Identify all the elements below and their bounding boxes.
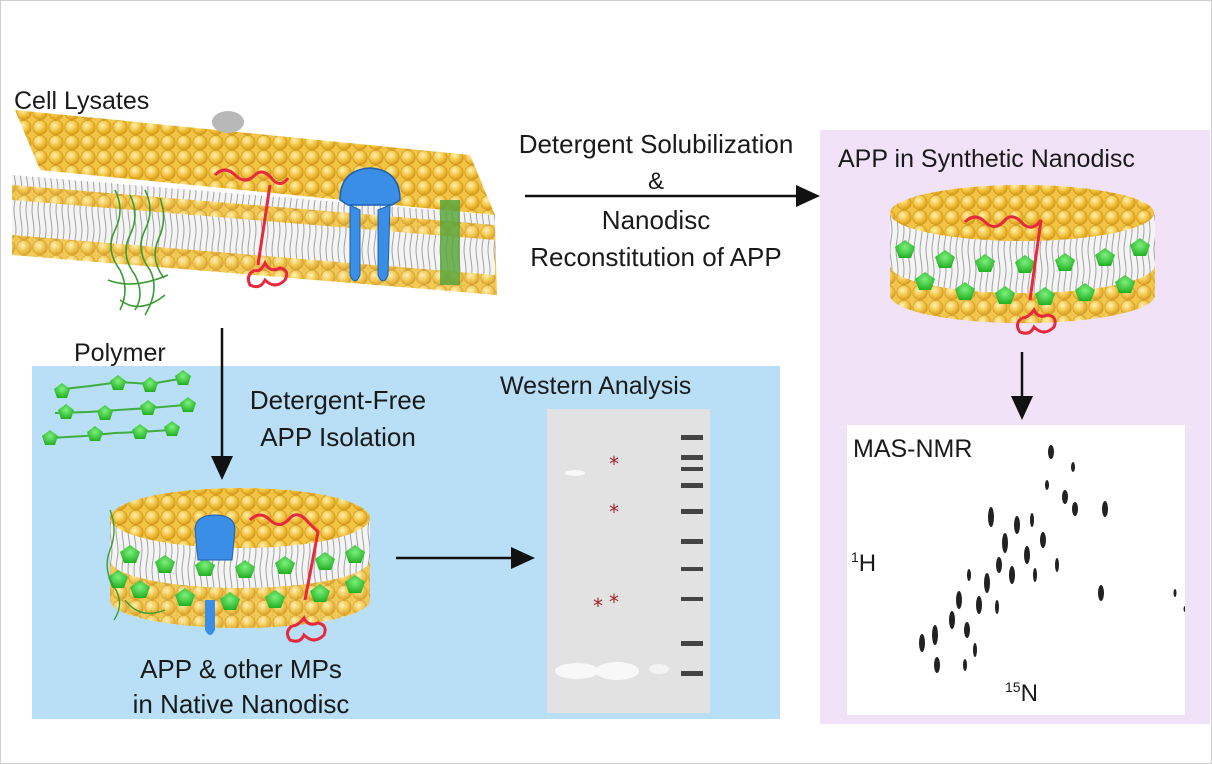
- cell-lysates-label: Cell Lysates: [14, 87, 150, 115]
- nmr-title: MAS-NMR: [853, 435, 973, 463]
- synthetic-nanodisc: [890, 185, 1155, 335]
- arrow-to-synthetic: [525, 185, 820, 207]
- mas-nmr-spectrum: MAS-NMR 1H 15N: [847, 425, 1185, 715]
- arrow-to-western: [396, 547, 535, 569]
- cell-membrane-illustration: [12, 110, 497, 316]
- native-line-1: APP & other MPs: [140, 654, 342, 684]
- green-rod-protein: [440, 200, 460, 285]
- polymer-label: Polymer: [74, 339, 166, 367]
- band-star-4: *: [609, 590, 619, 614]
- detergent-line-3: Nanodisc: [601, 205, 711, 235]
- western-blot-bands: * * * *: [555, 435, 703, 680]
- arrow-to-native: [211, 328, 233, 480]
- arrow-to-nmr: [1011, 352, 1033, 420]
- detergent-free-line-1: Detergent-Free: [249, 385, 427, 415]
- detergent-line-1: Detergent Solubilization: [518, 129, 794, 159]
- detergent-line-4: Reconstitution of APP: [530, 242, 782, 272]
- band-star-1: *: [609, 452, 619, 476]
- band-star-3: *: [593, 594, 603, 618]
- synthetic-title: APP in Synthetic Nanodisc: [838, 145, 1135, 173]
- green-membrane-protein: [107, 189, 169, 316]
- native-nanodisc: [106, 488, 370, 643]
- nmr-y-nucleus: H: [858, 550, 877, 577]
- nmr-y-isotope: 1: [851, 549, 859, 565]
- nmr-x-nucleus: N: [1020, 680, 1038, 707]
- native-line-2: in Native Nanodisc: [132, 689, 350, 719]
- detergent-free-line-2: APP Isolation: [260, 422, 416, 452]
- western-blot-gel: * * * *: [547, 409, 710, 713]
- nmr-x-axis-label: 15N: [1005, 679, 1038, 708]
- nmr-y-axis-label: 1H: [851, 549, 876, 578]
- detergent-line-2: &: [647, 168, 664, 195]
- nmr-x-isotope: 15: [1005, 679, 1021, 695]
- band-star-2: *: [609, 500, 619, 524]
- app-protein: [213, 168, 290, 289]
- nmr-peaks: [919, 445, 1185, 673]
- pore-spot: [212, 111, 244, 133]
- western-analysis-title: Western Analysis: [500, 372, 692, 400]
- polymer-illustration: [42, 370, 196, 445]
- blue-membrane-protein: [339, 167, 401, 282]
